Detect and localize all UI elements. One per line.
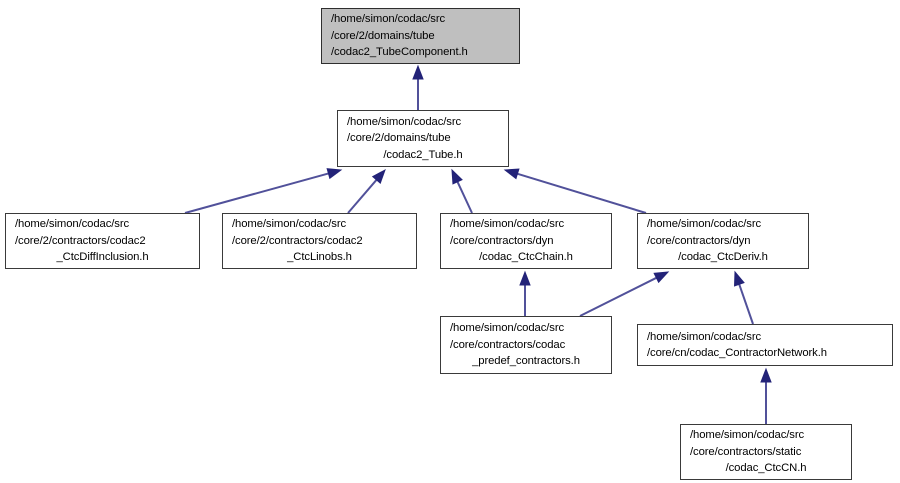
- edge-predefcontractors-to-ctcchain: [519, 270, 531, 316]
- edge-predefcontractors-to-ctcderiv: [579, 271, 670, 317]
- node-label-line: _predef_contractors.h: [472, 355, 580, 368]
- node-ctcdiffinclusion[interactable]: /home/simon/codac/src/core/2/contractors…: [5, 213, 200, 269]
- node-label-line: /core/contractors/codac: [450, 338, 566, 351]
- node-contractornetwork[interactable]: /home/simon/codac/src/core/cn/codac_Cont…: [637, 324, 893, 366]
- node-label-line: /home/simon/codac/src: [347, 115, 462, 128]
- node-label-line: /core/2/contractors/codac2: [15, 234, 146, 247]
- node-label-line: /core/contractors/dyn: [450, 234, 554, 247]
- edge-ctccn-to-contractornetwork: [760, 367, 772, 424]
- node-label-line: /core/contractors/dyn: [647, 234, 751, 247]
- node-label-line: /home/simon/codac/src: [647, 330, 762, 343]
- edge-ctcchain-to-tube: [451, 168, 473, 214]
- node-label-line: /core/2/domains/tube: [347, 132, 451, 145]
- node-label-line: /home/simon/codac/src: [232, 218, 347, 231]
- node-tubecomponent[interactable]: /home/simon/codac/src/core/2/domains/tub…: [321, 8, 520, 64]
- edge-tube-to-tubecomponent: [412, 64, 424, 110]
- node-label-line: /home/simon/codac/src: [450, 218, 565, 231]
- node-ctclinobs[interactable]: /home/simon/codac/src/core/2/contractors…: [222, 213, 417, 269]
- node-predefcontractors[interactable]: /home/simon/codac/src/core/contractors/c…: [440, 316, 612, 374]
- edge-ctcdiffinclusion-to-tube: [184, 168, 343, 214]
- node-label-line: /home/simon/codac/src: [450, 322, 565, 335]
- node-label-line: /codac2_TubeComponent.h: [331, 46, 468, 59]
- node-label-line: /home/simon/codac/src: [331, 13, 446, 26]
- node-label-line: _CtcLinobs.h: [287, 251, 352, 264]
- node-label-line: /core/cn/codac_ContractorNetwork.h: [647, 347, 827, 359]
- node-label-line: /codac_CtcChain.h: [479, 251, 573, 264]
- node-label-line: /core/contractors/static: [690, 445, 802, 458]
- edge-ctcderiv-to-tube: [503, 168, 647, 214]
- edge-contractornetwork-to-ctcderiv: [734, 270, 754, 325]
- node-label-line: /core/2/contractors/codac2: [232, 234, 363, 247]
- edge-ctclinobs-to-tube: [347, 168, 386, 214]
- node-tube[interactable]: /home/simon/codac/src/core/2/domains/tub…: [337, 110, 509, 167]
- node-ctcchain[interactable]: /home/simon/codac/src/core/contractors/d…: [440, 213, 612, 269]
- node-label-line: /core/2/domains/tube: [331, 29, 435, 42]
- node-label-line: /home/simon/codac/src: [690, 429, 805, 442]
- node-label-line: /codac2_Tube.h: [383, 148, 463, 161]
- node-ctcderiv[interactable]: /home/simon/codac/src/core/contractors/d…: [637, 213, 809, 269]
- node-label-line: /codac_CtcDeriv.h: [678, 251, 768, 264]
- node-label-line: /home/simon/codac/src: [15, 218, 130, 231]
- node-label-line: /codac_CtcCN.h: [725, 462, 807, 475]
- node-label-line: _CtcDiffInclusion.h: [56, 251, 149, 264]
- node-label-line: /home/simon/codac/src: [647, 218, 762, 231]
- node-ctccn[interactable]: /home/simon/codac/src/core/contractors/s…: [680, 424, 852, 480]
